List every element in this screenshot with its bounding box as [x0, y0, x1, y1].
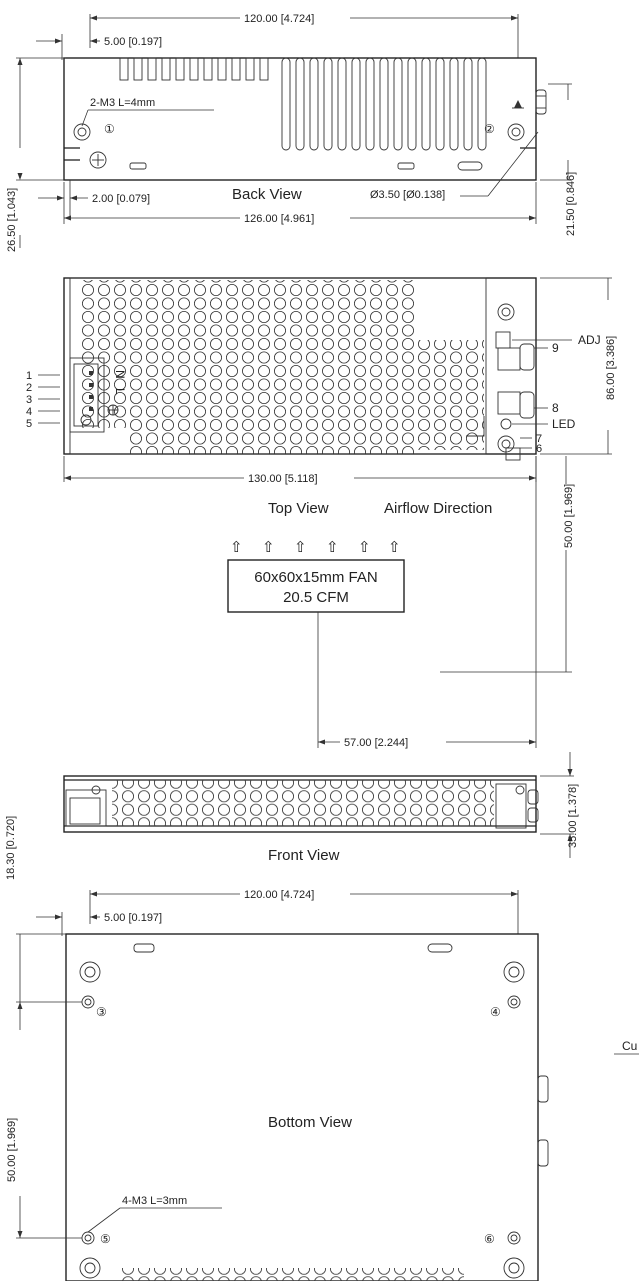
heatsink-fins	[119, 57, 487, 151]
airflow-arrow-5: ⇧	[358, 539, 371, 556]
screw-hole-1	[73, 123, 91, 141]
airflow-arrow-2: ⇧	[262, 539, 275, 556]
bottom-side-connector-1	[537, 1075, 549, 1103]
screw-hole-6	[507, 1231, 521, 1245]
screw-hole-4	[507, 995, 521, 1009]
led-icon	[500, 418, 512, 430]
callout-8: 8	[552, 401, 559, 415]
back-dim-height-left: 26.50 [1.043]	[6, 188, 18, 252]
pin-5: 5	[26, 418, 32, 430]
back-dim-height-right: 21.50 [0.846]	[565, 172, 577, 236]
top-dim-height: 86.00 [3.386]	[605, 336, 617, 400]
mark-5: ⑤	[100, 1232, 111, 1246]
back-dim-offset: 5.00 [0.197]	[104, 36, 162, 48]
mark-3: ③	[96, 1005, 107, 1019]
bottom-view: 120.00 [4.724] 5.00 [0.197] 18.30 [0.720…	[5, 816, 639, 1281]
airflow-arrow-1: ⇧	[230, 539, 243, 556]
bottom-view-title: Bottom View	[268, 1114, 352, 1131]
back-dim-width-bottom: 126.00 [4.961]	[244, 213, 314, 225]
front-view-title: Front View	[268, 847, 340, 864]
airflow-arrow-3: ⇧	[294, 539, 307, 556]
airflow-arrow-4: ⇧	[326, 539, 339, 556]
back-view-body	[63, 57, 537, 181]
back-dim-small: 2.00 [0.079]	[92, 193, 150, 205]
mark-1: ①	[104, 122, 115, 136]
cut-text: Cu	[622, 1039, 637, 1053]
ground-screw-icon	[89, 151, 107, 169]
fan-line1: 60x60x15mm FAN	[254, 569, 377, 586]
mount-hole-top-left	[79, 961, 101, 983]
terminal-screw-icon	[80, 414, 92, 426]
callout-adj: ADJ	[578, 333, 601, 347]
front-view: 35.00 [1.378] Front View	[63, 752, 579, 864]
pin-4: 4	[26, 406, 32, 418]
input-terminal-block	[69, 357, 105, 433]
bottom-dim-height: 50.00 [1.969]	[6, 1118, 18, 1182]
bottom-screw-note: 4-M3 L=3mm	[122, 1195, 187, 1207]
airflow-label: Airflow Direction	[384, 500, 492, 517]
vent-holes-bottom	[120, 1268, 464, 1281]
callout-led: LED	[552, 417, 576, 431]
front-dim-height: 35.00 [1.378]	[567, 784, 579, 848]
top-dim-fan-x: 57.00 [2.244]	[344, 737, 408, 749]
mount-hole-top-right	[503, 961, 525, 983]
mount-screw-top	[497, 303, 515, 321]
front-output-block	[495, 783, 527, 829]
vent-holes-top	[80, 280, 414, 428]
airflow-arrow-6: ⇧	[388, 539, 401, 556]
bottom-side-connector-2	[537, 1139, 549, 1167]
fan-line2: 20.5 CFM	[283, 589, 349, 606]
back-view-title: Back View	[232, 186, 302, 203]
bottom-dim-edge: 18.30 [0.720]	[5, 816, 17, 880]
pin-1: 1	[26, 370, 32, 382]
back-dim-width-top: 120.00 [4.724]	[244, 13, 314, 25]
back-screw-note: 2-M3 L=4mm	[90, 97, 155, 109]
bottom-dim-offset: 5.00 [0.197]	[104, 912, 162, 924]
callout-6: 6	[536, 443, 542, 455]
callout-9: 9	[552, 341, 559, 355]
mark-6: ⑥	[484, 1232, 495, 1246]
top-view-title: Top View	[268, 500, 329, 517]
front-terminal	[65, 789, 107, 827]
pin-3: 3	[26, 394, 32, 406]
pin-2: 2	[26, 382, 32, 394]
callout-7: 7	[536, 433, 542, 445]
mount-hole-bottom-left	[79, 1257, 101, 1279]
back-dim-hole: Ø3.50 [Ø0.138]	[370, 189, 445, 201]
vent-holes-front	[112, 780, 494, 826]
bottom-view-body	[65, 933, 539, 1281]
mark-4: ④	[490, 1005, 501, 1019]
top-dim-fan-offset: 50.00 [1.969]	[563, 484, 575, 548]
side-connector	[535, 89, 547, 115]
fan-spec-box	[227, 559, 405, 613]
top-dim-width: 130.00 [5.118]	[248, 473, 318, 485]
terminal-letter-n: N	[113, 370, 127, 379]
mount-hole-bottom-right	[503, 1257, 525, 1279]
screw-hole-2	[507, 123, 525, 141]
bottom-dim-width-top: 120.00 [4.724]	[244, 889, 314, 901]
terminal-letter-l: L	[113, 388, 127, 395]
mark-2: ②	[484, 122, 495, 136]
back-view: 120.00 [4.724] 5.00 [0.197]	[6, 13, 577, 252]
top-view: N L 1 2 3 4 5 ADJ 9 8	[26, 277, 617, 749]
